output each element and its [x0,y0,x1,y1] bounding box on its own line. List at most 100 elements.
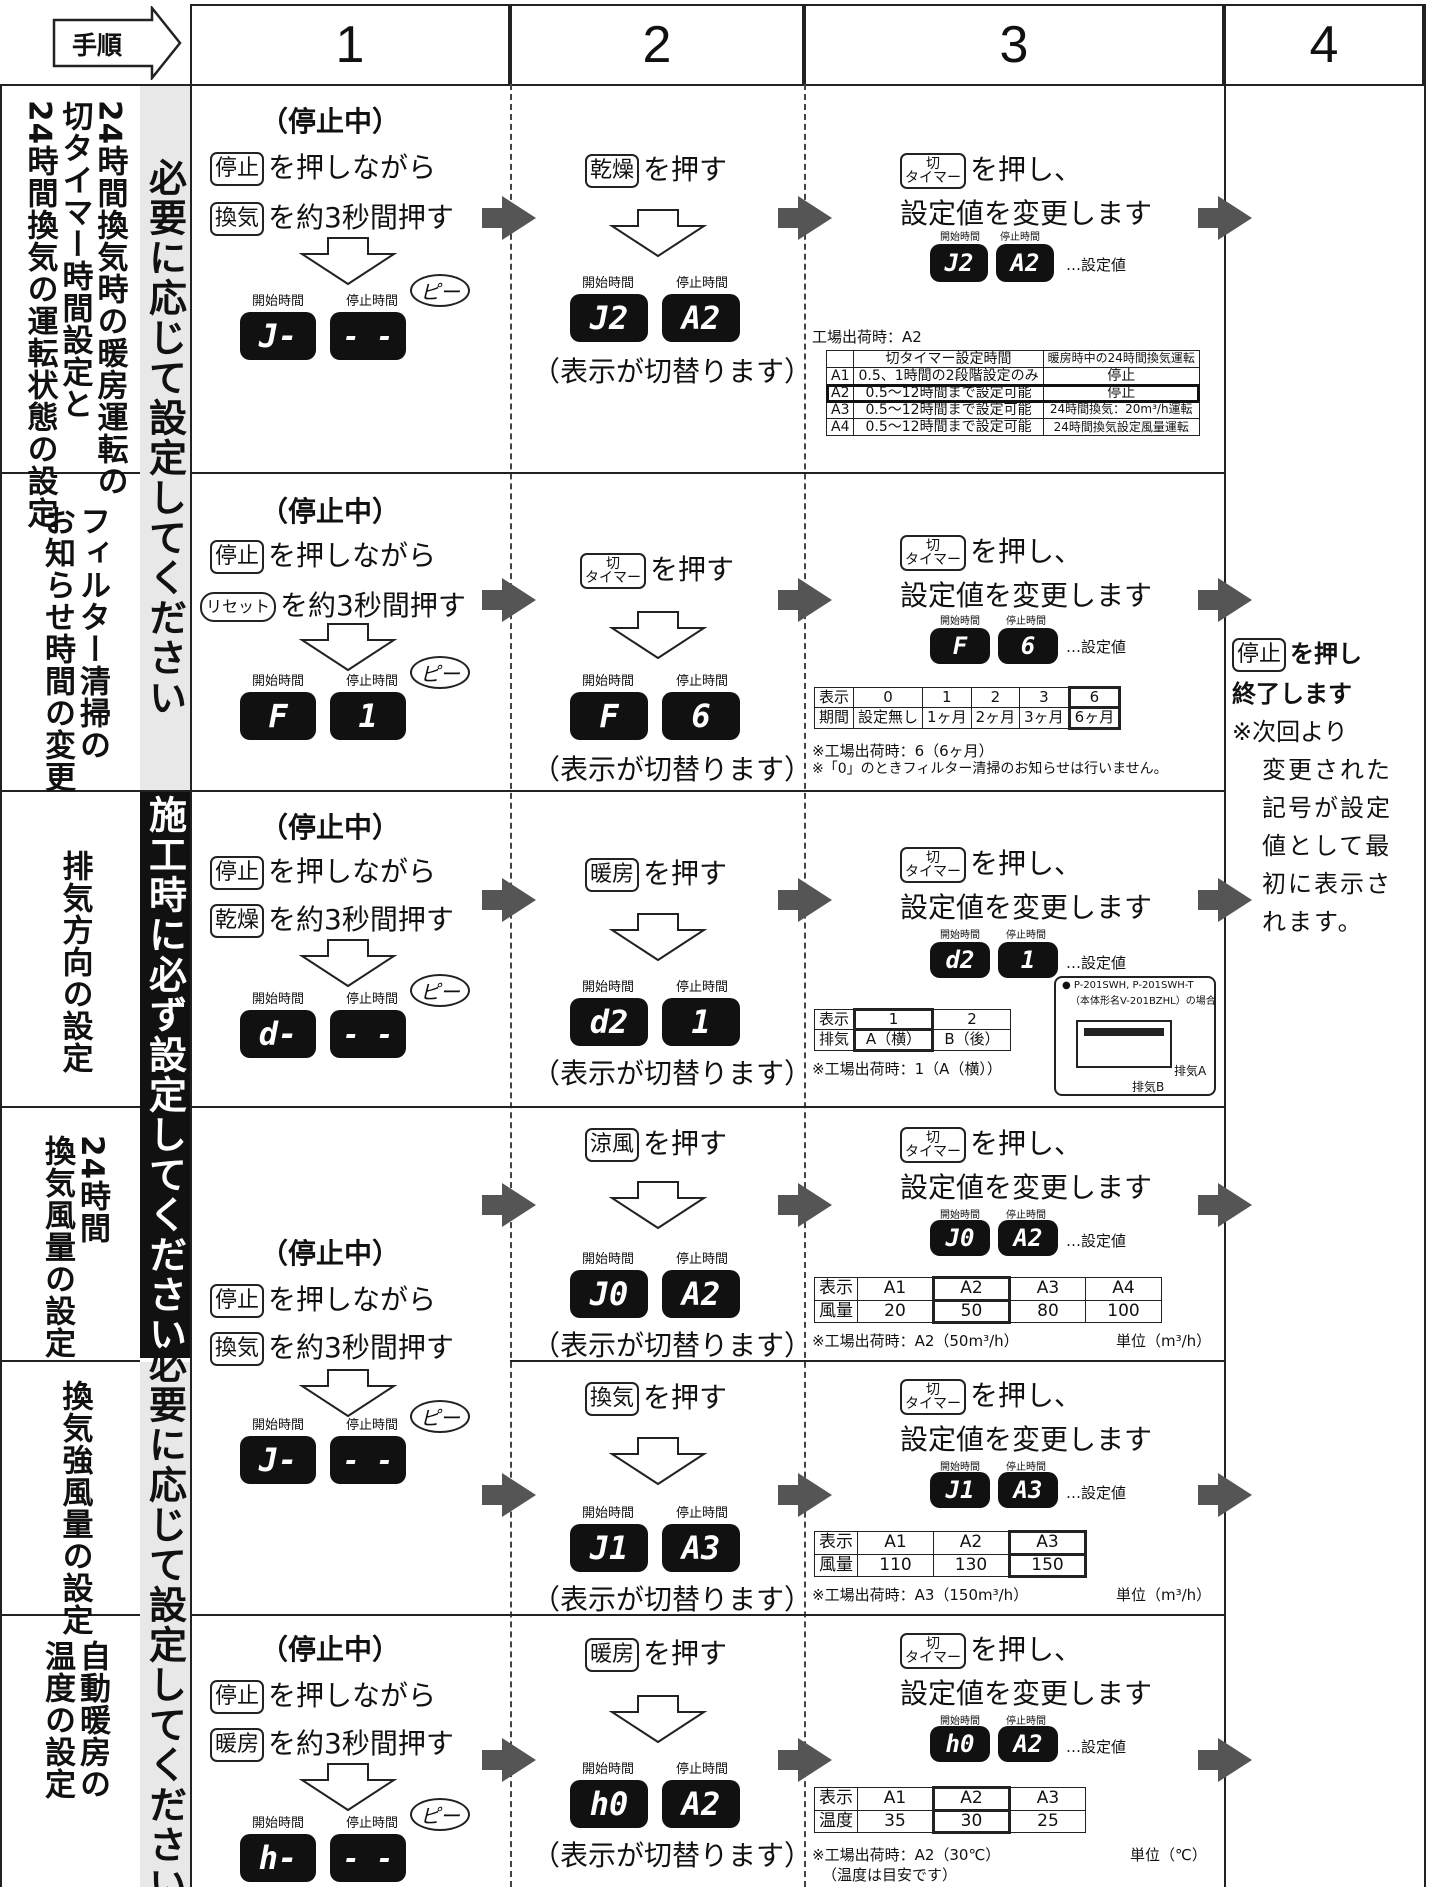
r3-s1-display-right: - - [330,1010,406,1058]
start-time-label: 開始時間 [252,1816,305,1831]
vent-key[interactable]: 換気 [210,202,265,236]
stop-time-label: 停止時間 [1000,232,1040,243]
table6-cell: 25 [1009,1809,1086,1834]
r2-s3-line1: 切タイマーを押し、 [900,530,1082,571]
stop-time-label: 停止時間 [1006,1462,1046,1473]
table4-cell: A1 [857,1277,934,1301]
stop-time-label: 停止時間 [676,1252,729,1267]
table4-note: ※工場出荷時：A2（50m³/h） [812,1332,1019,1350]
table1-cell: 暖房時中の24時間換気運転 [1042,349,1200,369]
step-arrow-icon [778,196,832,240]
vent-key[interactable]: 換気 [585,1382,640,1416]
stop-key[interactable]: 停止 [210,1680,265,1714]
table5-cell: 表示 [814,1531,858,1555]
step-arrow-icon [1198,196,1252,240]
stop-key[interactable]: 停止 [1232,638,1287,672]
stop-time-label: 停止時間 [346,674,399,689]
stop-key[interactable]: 停止 [210,856,265,890]
heat-key[interactable]: 暖房 [585,858,640,892]
reset-key[interactable]: リセット [200,592,277,622]
table2-cell: 6ヶ月 [1067,706,1122,730]
r2-s2-display-right: 6 [662,692,740,740]
r5-s3-press-and: を押し、 [970,1379,1083,1412]
table4-cell: 100 [1085,1299,1162,1324]
start-time-label: 開始時間 [582,276,635,291]
table2-cell: 3ヶ月 [1019,707,1070,729]
stop-key[interactable]: 停止 [210,1284,265,1318]
row-label-5-line-1: 換気強風量の設定 [56,1380,93,1636]
row-label-1-line-1: 24時間換気時の暖房運転の [91,100,128,498]
r4-s2-press: を押す [643,1127,728,1160]
r2-press-while: を押しながら [268,539,437,572]
timer-key[interactable]: 切タイマー [900,1379,966,1415]
timer-key[interactable]: 切タイマー [900,847,966,883]
beep-bubble: ピー [410,274,470,307]
start-time-label: 開始時間 [252,992,305,1007]
r5-s2-display-left: J1 [570,1524,648,1572]
timer-key-bottom: タイマー [905,1144,961,1160]
r1-s2-display-right: A2 [662,294,740,342]
r4-s3-press-and: を押し、 [970,1127,1083,1160]
heat-key[interactable]: 暖房 [210,1728,265,1762]
table1-cell: 停止 [1042,367,1200,386]
r2-press-3s: を約3秒間押す [280,589,466,622]
down-arrow-icon [608,1437,708,1486]
r2-s3-line2: 設定値を変更します [900,579,1153,612]
stop-key[interactable]: 停止 [210,540,265,574]
r4-s3-line1: 切タイマーを押し、 [900,1122,1082,1163]
setting-value-label: …設定値 [1066,256,1127,274]
stop-time-label: 停止時間 [1006,930,1046,941]
stop-key[interactable]: 停止 [210,152,265,186]
r6-s3-line2: 設定値を変更します [900,1677,1153,1710]
timer-key-top: 切 [926,1130,940,1146]
timer-key[interactable]: 切タイマー [900,153,966,189]
table4-cell: A3 [1009,1277,1086,1301]
r3-s1-display-left: d- [240,1010,316,1058]
stop-time-label: 停止時間 [1006,1210,1046,1221]
r5-s1-display-right: - - [330,1436,406,1484]
table6-cell: 30 [932,1808,1011,1835]
table1-cell: 切タイマー設定時間 [853,349,1044,369]
r1-s3-display-left: J2 [930,244,988,282]
start-time-label: 開始時間 [940,930,980,941]
row-label-3: 排気方向の設定 [10,850,138,1090]
step-arrow-icon [778,1473,832,1517]
row-label-2: フィルター清掃の お知らせ時間の変更 [10,505,138,793]
stop-time-label: 停止時間 [1006,616,1046,627]
stop-time-label: 停止時間 [676,674,729,689]
r4-s2-switch: （表示が切替ります） [532,1329,813,1362]
table1-cell: A3 [825,401,855,420]
table2-note2: ※「0」のときフィルター清掃のお知らせは行いません。 [812,761,1168,777]
timer-key[interactable]: 切タイマー [900,1633,966,1669]
r6-s2-display-right: A2 [662,1780,740,1828]
timer-key[interactable]: 切タイマー [900,535,966,571]
beep-bubble: ピー [410,1400,470,1433]
r4-line-stop: 停止を押しながら [210,1278,436,1318]
table3-cell: A（横） [853,1028,935,1052]
table2-cell: 0 [853,686,924,709]
heat-key[interactable]: 暖房 [585,1638,640,1672]
timer-key-top: 切 [606,556,620,572]
stop-time-label: 停止時間 [676,1506,729,1521]
r6-s3-line1: 切タイマーを押し、 [900,1628,1082,1669]
cool-key[interactable]: 涼風 [585,1128,640,1162]
table5-unit: 単位（m³/h） [1116,1586,1212,1604]
timer-key-bottom: タイマー [905,552,961,568]
table6-cell: A1 [857,1787,934,1811]
r5-s2-line: 換気を押す [585,1376,727,1416]
vent-key[interactable]: 換気 [210,1332,265,1366]
r6-s3-press-and: を押し、 [970,1633,1083,1666]
unit-grille [1084,1028,1164,1036]
timer-key[interactable]: 切タイマー [900,1127,966,1163]
step-arrow-icon [778,578,832,622]
timer-key[interactable]: 切タイマー [580,553,646,589]
table3-cell: 排気 [813,1029,856,1051]
start-time-label: 開始時間 [940,1716,980,1727]
dry-key[interactable]: 乾燥 [210,904,265,938]
required-stripe-text: 施工時に必ず設定してください [142,795,187,1355]
r2-s2-display-left: F [570,692,648,740]
step-header-3: 3 [804,4,1224,84]
r4-s2-display-right: A2 [662,1270,740,1318]
dry-key[interactable]: 乾燥 [585,154,640,188]
r6-press-while: を押しながら [268,1679,437,1712]
